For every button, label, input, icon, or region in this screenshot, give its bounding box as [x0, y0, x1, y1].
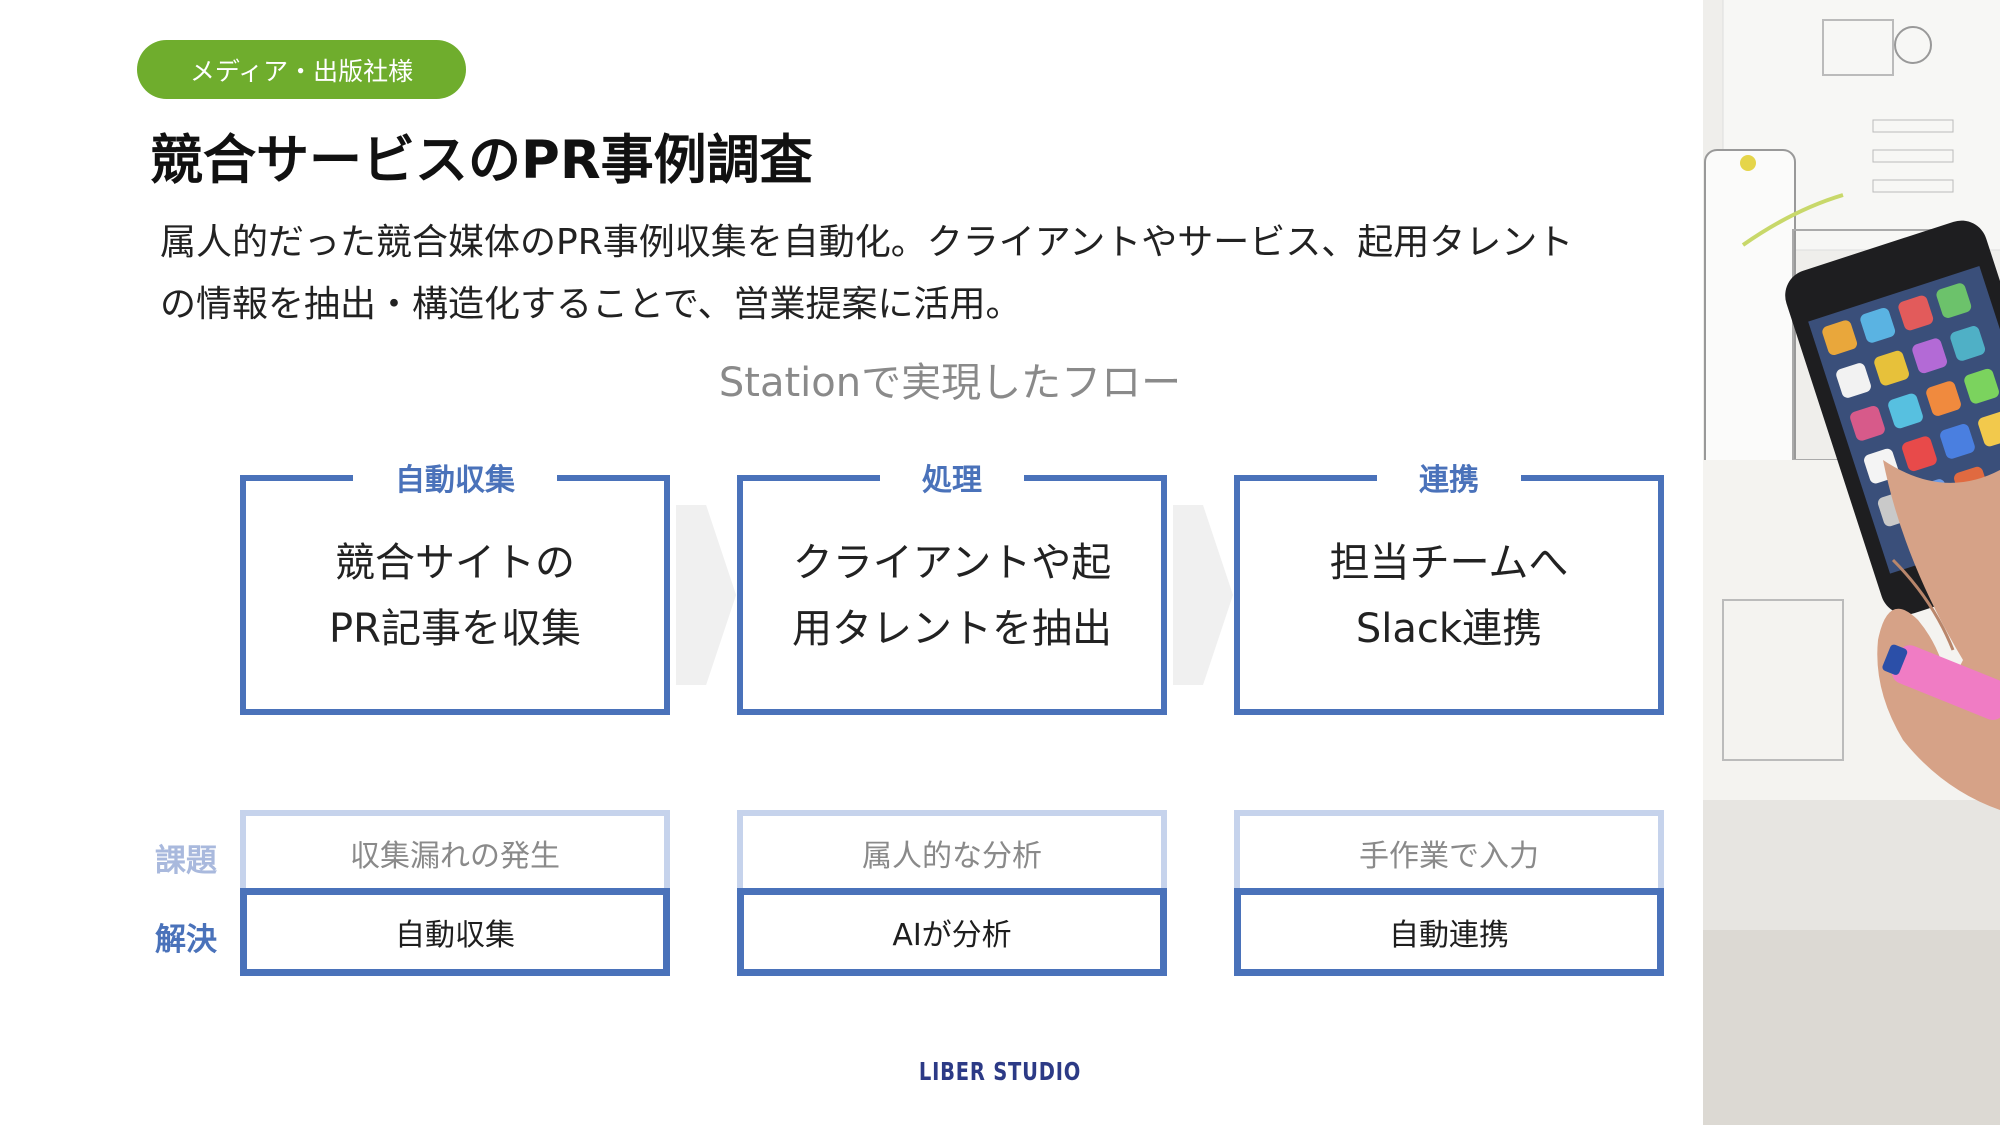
description-line-2: の情報を抽出・構造化することで、営業提案に活用。: [160, 284, 1022, 325]
step-label: 連携: [1234, 455, 1664, 499]
step-text-line-1: クライアントや起: [792, 540, 1112, 586]
step-text: 競合サイトの PR記事を収集: [240, 530, 670, 662]
description: 属人的だった競合媒体のPR事例収集を自動化。クライアントやサービス、起用タレント…: [160, 212, 1660, 336]
solution-cell: AIが分析: [737, 888, 1167, 976]
solution-row-label: 解決: [155, 922, 217, 958]
step-text-line-2: 用タレントを抽出: [792, 606, 1112, 652]
step-text-line-2: PR記事を収集: [329, 606, 581, 652]
solution-cell: 自動連携: [1234, 888, 1664, 976]
step-box-process: [737, 475, 1167, 715]
page-title: 競合サービスのPR事例調査: [150, 130, 813, 191]
step-text: クライアントや起 用タレントを抽出: [737, 530, 1167, 662]
footer-logo: LIBER STUDIO: [918, 1057, 1082, 1086]
issue-cell: 属人的な分析: [737, 810, 1167, 890]
issue-cell: 手作業で入力: [1234, 810, 1664, 890]
step-label: 処理: [737, 455, 1167, 499]
flow-title: Stationで実現したフロー: [718, 360, 1182, 406]
photo-smartphone-wireframes: [1703, 0, 2000, 1125]
step-text-line-1: 担当チームへ: [1329, 540, 1569, 586]
step-box-collect: [240, 475, 670, 715]
step-text: 担当チームへ Slack連携: [1234, 530, 1664, 662]
chevron-right-icon: [676, 505, 736, 685]
issue-cell: 収集漏れの発生: [240, 810, 670, 890]
step-label: 自動収集: [240, 455, 670, 499]
chevron-right-icon: [1173, 505, 1233, 685]
solution-cell: 自動収集: [240, 888, 670, 976]
description-line-1: 属人的だった競合媒体のPR事例収集を自動化。クライアントやサービス、起用タレント: [160, 222, 1574, 263]
step-text-line-2: Slack連携: [1355, 606, 1543, 652]
step-text-line-1: 競合サイトの: [335, 540, 575, 586]
category-tag: メディア・出版社様: [137, 40, 466, 99]
issue-row-label: 課題: [155, 843, 217, 879]
